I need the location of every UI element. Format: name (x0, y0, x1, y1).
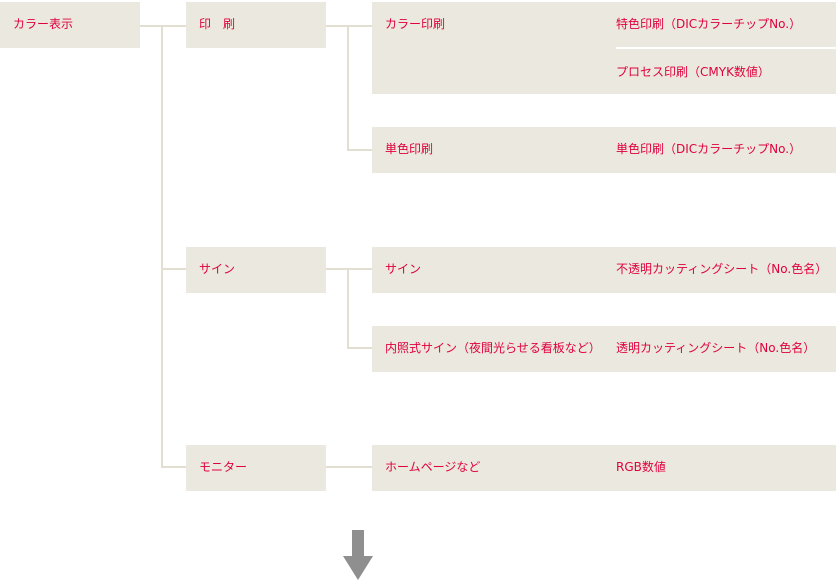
item-homepage-label: ホームページなど (385, 460, 481, 474)
spec-opaque-sheet: 不透明カッティングシート（No.色名） (616, 262, 828, 276)
connector-print-v (347, 25, 349, 151)
spec-spot-color: 特色印刷（DICカラーチップNo.） (616, 17, 802, 31)
connector-sign-h (326, 268, 372, 270)
connector-print-h (326, 25, 372, 27)
category-monitor: モニター (186, 445, 326, 491)
spec-single-color: 単色印刷（DICカラーチップNo.） (616, 142, 802, 156)
connector-to-monitor (161, 466, 186, 468)
item-sign-label: サイン (385, 262, 422, 276)
spec-rgb: RGB数値 (616, 460, 666, 474)
connector-to-single-print (347, 149, 372, 151)
item-color-print: カラー印刷 特色印刷（DICカラーチップNo.） プロセス印刷（CMYK数値） (372, 2, 836, 94)
connector-monitor-h (326, 466, 372, 468)
item-lit-sign-label: 内照式サイン（夜間光らせる看板など） (385, 341, 601, 355)
item-single-print-label: 単色印刷 (385, 142, 434, 156)
connector-sign-v (347, 268, 349, 349)
category-print: 印 刷 (186, 2, 326, 48)
spec-process-color: プロセス印刷（CMYK数値） (616, 65, 770, 79)
down-arrow-icon (343, 530, 373, 580)
connector-root-h (140, 25, 186, 27)
item-homepage: ホームページなど RGB数値 (372, 445, 836, 491)
root-label: カラー表示 (13, 17, 74, 31)
root-node: カラー表示 (0, 2, 140, 48)
category-sign: サイン (186, 247, 326, 293)
spec-transparent-sheet: 透明カッティングシート（No.色名） (616, 341, 816, 355)
item-color-print-label: カラー印刷 (385, 17, 446, 31)
connector-to-lit-sign (347, 347, 372, 349)
connector-trunk-v (161, 25, 163, 468)
connector-to-sign (161, 268, 186, 270)
category-sign-label: サイン (199, 262, 236, 276)
item-sign: サイン 不透明カッティングシート（No.色名） (372, 247, 836, 293)
item-lit-sign: 内照式サイン（夜間光らせる看板など） 透明カッティングシート（No.色名） (372, 326, 836, 372)
category-monitor-label: モニター (199, 460, 248, 474)
spec-divider (616, 47, 836, 49)
item-single-print: 単色印刷 単色印刷（DICカラーチップNo.） (372, 127, 836, 173)
category-print-label: 印 刷 (199, 17, 236, 31)
